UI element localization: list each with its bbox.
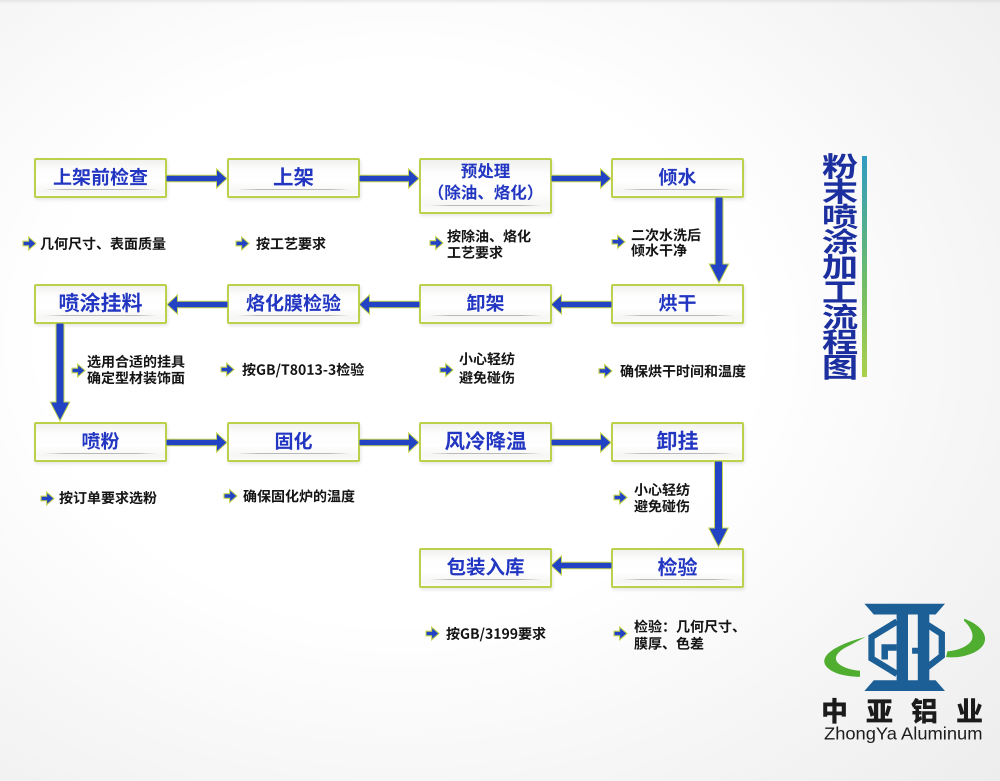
svg-text:ZhongYa Aluminum: ZhongYa Aluminum	[824, 724, 983, 744]
